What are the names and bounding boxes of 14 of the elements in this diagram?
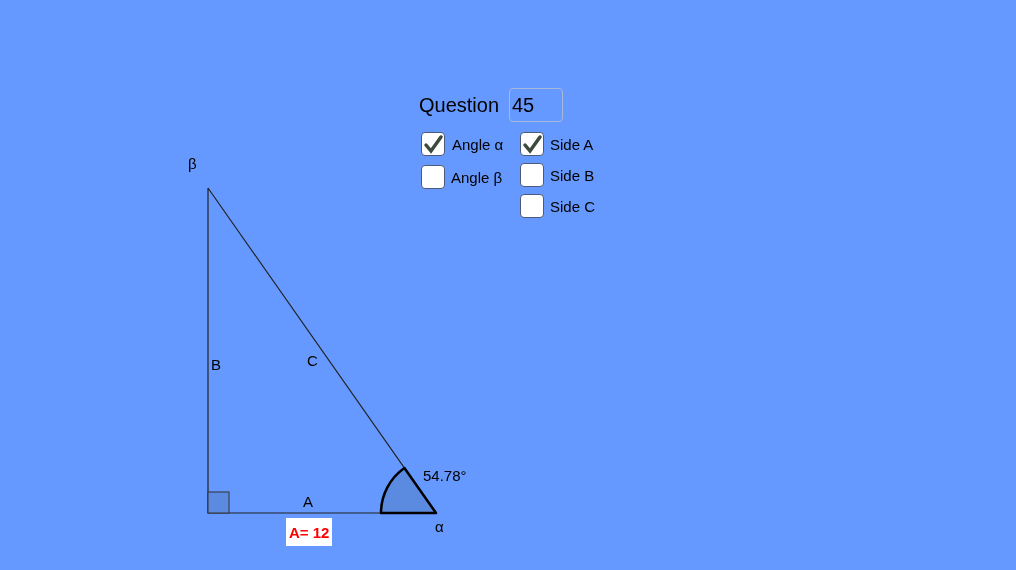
question-label: Question: [419, 95, 500, 115]
checkbox-label: Angle β: [451, 170, 503, 185]
checkbox-label: Side B: [550, 168, 595, 183]
side-label: C: [307, 353, 318, 368]
checkbox-label: Angle α: [452, 137, 504, 152]
vertex-label: β: [188, 156, 197, 171]
checkbox-label: Side A: [550, 137, 594, 152]
side-label: A: [303, 494, 313, 509]
angle-value: 54.78°: [423, 468, 467, 483]
checkbox-label: Side C: [550, 199, 596, 214]
side-length-value: A= 12: [286, 518, 333, 546]
vertex-label: α: [435, 519, 444, 534]
input-field: 45: [509, 88, 563, 122]
side-label: B: [211, 357, 221, 372]
